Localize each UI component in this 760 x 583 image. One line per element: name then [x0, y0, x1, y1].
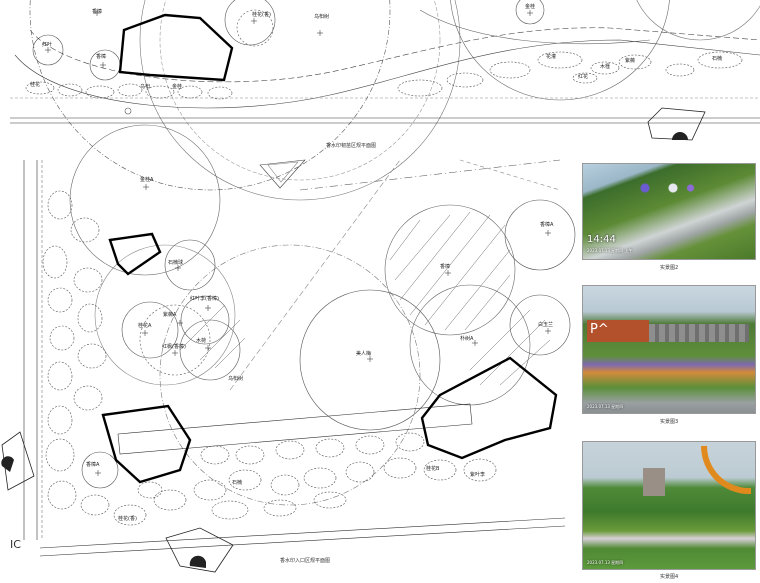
plant-label: 乌桕树	[228, 375, 243, 382]
plant-label: 木槿	[600, 63, 610, 70]
top-plan-labels: 香樟 桂花(香) 乌桕树 金桂 红叶 香樟 桂花 乌桕 金桂 花灌 红花 木槿 …	[30, 3, 722, 149]
photo-stamp-info: 2023.07.13 星期四 上午	[587, 248, 633, 253]
plant-label: 花灌	[546, 53, 556, 60]
bottom-plan	[1, 124, 576, 573]
top-plan-title: 香水印韧苗区规平面图	[326, 142, 376, 149]
plant-label: 石楠	[712, 55, 722, 62]
site-photo-3: 2023.07.13 星期四	[582, 441, 756, 570]
plant-label: 桂花B	[426, 465, 440, 472]
plant-label: 红叶	[42, 41, 52, 48]
photo-caption: 实景图4	[660, 574, 679, 580]
plant-label: 香樟	[92, 8, 102, 15]
plant-label: 朴树A	[460, 335, 474, 342]
flower-cluster	[631, 182, 701, 194]
stone-wall	[649, 324, 749, 342]
plant-label: 红枫(香樟)	[162, 343, 186, 350]
plant-label: 紫薇	[625, 57, 635, 64]
plant-label: 桂花A	[138, 322, 152, 329]
plant-label: 桂花(香)	[118, 515, 137, 522]
plant-label: 石楠球	[168, 259, 183, 266]
plant-label: 紫叶李	[470, 471, 485, 478]
top-plan	[10, 0, 760, 201]
plant-label: 金桂	[525, 3, 535, 10]
photo-caption: 实景图2	[660, 265, 679, 271]
sign-text: P^	[590, 322, 609, 337]
bottom-plan-title: 香水印入口区规平面图	[280, 557, 330, 564]
plant-label: 木荷	[196, 337, 206, 344]
plant-label: 红花	[578, 73, 588, 80]
kiosk	[643, 468, 665, 496]
plant-label: 香樟A	[540, 221, 554, 228]
orange-sculpture	[701, 446, 751, 494]
plant-label: 石楠	[232, 479, 242, 486]
corner-text: IC	[10, 538, 21, 551]
plant-label: 香樟	[96, 53, 106, 60]
plant-label: 金桂A	[140, 176, 154, 183]
plant-label: 美人梅	[356, 350, 371, 357]
plant-label: 桂花(香)	[252, 11, 271, 18]
photo-caption: 实景图3	[660, 419, 679, 425]
photo-stamp-time: 14:44	[587, 234, 616, 245]
plant-label: 香樟	[440, 263, 450, 270]
site-photo-2: P^ 2023.07.13 星期四	[582, 285, 756, 414]
photo-stamp-info: 2023.07.13 星期四	[587, 404, 624, 409]
site-photo-1: 14:44 2023.07.13 星期四 上午	[582, 163, 756, 260]
plant-label: 乌桕树	[314, 13, 329, 20]
entrance-sign: P^	[587, 320, 649, 342]
plant-label: 香樟A	[86, 461, 100, 468]
plant-label: 金桂	[172, 83, 182, 90]
plant-label: 紫薇A	[163, 311, 177, 318]
plant-label: 红叶李(香樟)	[190, 295, 219, 302]
bottom-plan-labels: 金桂A 石楠球 香樟 香樟A 红叶李(香樟) 紫薇A 白玉兰 桂花A 美人梅 朴…	[10, 176, 554, 564]
plant-label: 白玉兰	[538, 321, 553, 328]
plant-label: 乌桕	[140, 83, 150, 90]
plant-label: 桂花	[30, 81, 40, 88]
photo-stamp-info: 2023.07.13 星期四	[587, 560, 624, 565]
